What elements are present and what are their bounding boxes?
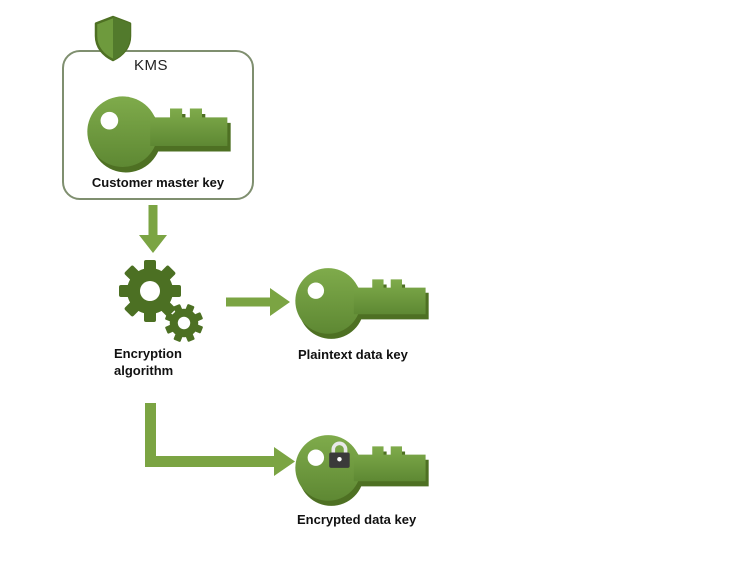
arrow-cmk-to-algorithm-icon bbox=[139, 205, 167, 253]
lock-icon bbox=[329, 441, 350, 468]
encryption-algorithm-label: Encryption algorithm bbox=[114, 346, 182, 378]
arrow-algorithm-to-encrypted-icon bbox=[145, 403, 295, 476]
arrow-algorithm-to-plaintext-icon bbox=[226, 288, 290, 316]
plaintext-data-key-label: Plaintext data key bbox=[298, 347, 408, 362]
customer-master-key-icon bbox=[87, 96, 231, 173]
customer-master-key-label: Customer master key bbox=[91, 175, 225, 190]
encryption-algorithm-gears-icon bbox=[119, 260, 203, 342]
encrypted-data-key-label: Encrypted data key bbox=[297, 512, 417, 527]
plaintext-data-key-icon bbox=[295, 268, 429, 339]
encrypted-data-key-icon bbox=[295, 435, 429, 506]
kms-shield-icon bbox=[94, 15, 132, 62]
kms-box-label: KMS bbox=[134, 57, 169, 74]
